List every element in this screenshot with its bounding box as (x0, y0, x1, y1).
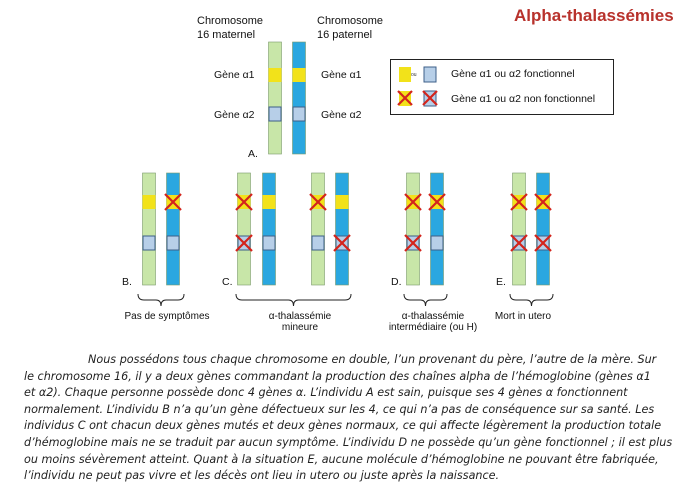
gene-a2-box (430, 235, 444, 251)
case-e-caption-line1: Mort in utero (494, 311, 552, 322)
maternal-label-line2: 16 maternel (197, 29, 256, 41)
legend-ou-label: ou (411, 72, 417, 78)
gene-a2-box (142, 235, 156, 251)
chromosome (430, 172, 444, 286)
case-b-caption: Pas de symptômes (112, 311, 222, 322)
chromosome (536, 172, 550, 286)
brace (235, 293, 352, 307)
chromosome (142, 172, 156, 286)
cross-mark (404, 234, 422, 252)
case-a-letter: A. (248, 148, 258, 160)
gene-a1-label-left: Gène α1 (214, 69, 255, 81)
paragraph-line: normalement. L’individu B n’a qu’un gène… (24, 402, 655, 416)
case-c-caption-line1: α-thalassémie (268, 311, 332, 322)
maternal-chromosome-label: Chromosome 16 maternel (197, 14, 263, 42)
case-c-caption: α-thalassémie mineure (240, 311, 360, 333)
gene-a1-band (335, 195, 349, 209)
paragraph-line: l’individu ne peut pas vivre et les décè… (24, 469, 500, 483)
gene-a2-box (311, 235, 325, 251)
case-c-letter: C. (222, 276, 233, 288)
chromosome (268, 41, 282, 155)
paragraph-line: et α2). Chaque personne possède donc 4 g… (24, 386, 628, 400)
case-d-letter: D. (391, 276, 402, 288)
cross-mark (428, 193, 446, 211)
case-b-caption-line1: Pas de symptômes (124, 311, 210, 322)
paragraph-line: individus C ont chacun deux gènes mutés … (24, 419, 662, 433)
explanation-paragraph: Nous possédons tous chaque chromosome en… (24, 352, 674, 485)
cross-mark (404, 193, 422, 211)
chromosome (335, 172, 349, 286)
legend-blue-swatch (423, 66, 437, 83)
case-d-caption: α-thalassémie intermédiaire (ou H) (378, 311, 488, 333)
cross-mark (397, 90, 413, 106)
case-e-caption: Mort in utero (478, 311, 568, 322)
legend-nonfunctional-text: Gène α1 ou α2 non fonctionnel (451, 93, 596, 105)
chromosome (512, 172, 526, 286)
chromosome (237, 172, 251, 286)
gene-a2-box (268, 106, 282, 122)
cross-mark (510, 234, 528, 252)
cross-mark (333, 234, 351, 252)
cross-mark (534, 193, 552, 211)
paternal-label-line2: 16 paternel (317, 29, 373, 41)
case-b-letter: B. (122, 276, 132, 288)
cross-mark (534, 234, 552, 252)
case-d-caption-line1: α-thalassémie (401, 311, 465, 322)
legend-yellow-swatch (399, 67, 411, 82)
gene-a2-label-right: Gène α2 (321, 109, 362, 121)
gene-a2-label-left: Gène α2 (214, 109, 255, 121)
chromosome (262, 172, 276, 286)
case-e-letter: E. (496, 276, 506, 288)
gene-a1-band (142, 195, 156, 209)
paragraph-line: d’hémoglobine mais ne se traduit par auc… (24, 435, 673, 449)
gene-a1-band (262, 195, 276, 209)
paternal-chromosome-label: Chromosome 16 paternel (317, 14, 383, 42)
case-c-caption-line2: mineure (281, 322, 319, 333)
paragraph-line: Nous possédons tous chaque chromosome en… (88, 353, 657, 366)
chromosome (166, 172, 180, 286)
page-title: Alpha-thalassémies (514, 6, 674, 25)
gene-a1-band (268, 68, 282, 82)
chromosome (406, 172, 420, 286)
maternal-label-line1: Chromosome (197, 15, 264, 27)
gene-a1-band (292, 68, 306, 82)
cross-mark (422, 90, 438, 106)
gene-a1-label-right: Gène α1 (321, 69, 362, 81)
cross-mark (235, 193, 253, 211)
chromosome (311, 172, 325, 286)
cross-mark (164, 193, 182, 211)
case-d-caption-line2: intermédiaire (ou H) (388, 322, 478, 333)
brace (509, 293, 554, 307)
brace (137, 293, 185, 307)
gene-a2-box (292, 106, 306, 122)
chromosome (292, 41, 306, 155)
cross-mark (309, 193, 327, 211)
gene-a2-box (262, 235, 276, 251)
legend-functional-text: Gène α1 ou α2 fonctionnel (451, 68, 575, 80)
paragraph-line: ou moins sévèrement atteint. Quant à la … (24, 452, 659, 466)
paternal-label-line1: Chromosome (317, 15, 384, 27)
gene-a2-box (166, 235, 180, 251)
cross-mark (235, 234, 253, 252)
paragraph-line: le chromosome 16, il y a deux gènes comm… (24, 369, 651, 383)
brace (403, 293, 448, 307)
cross-mark (510, 193, 528, 211)
